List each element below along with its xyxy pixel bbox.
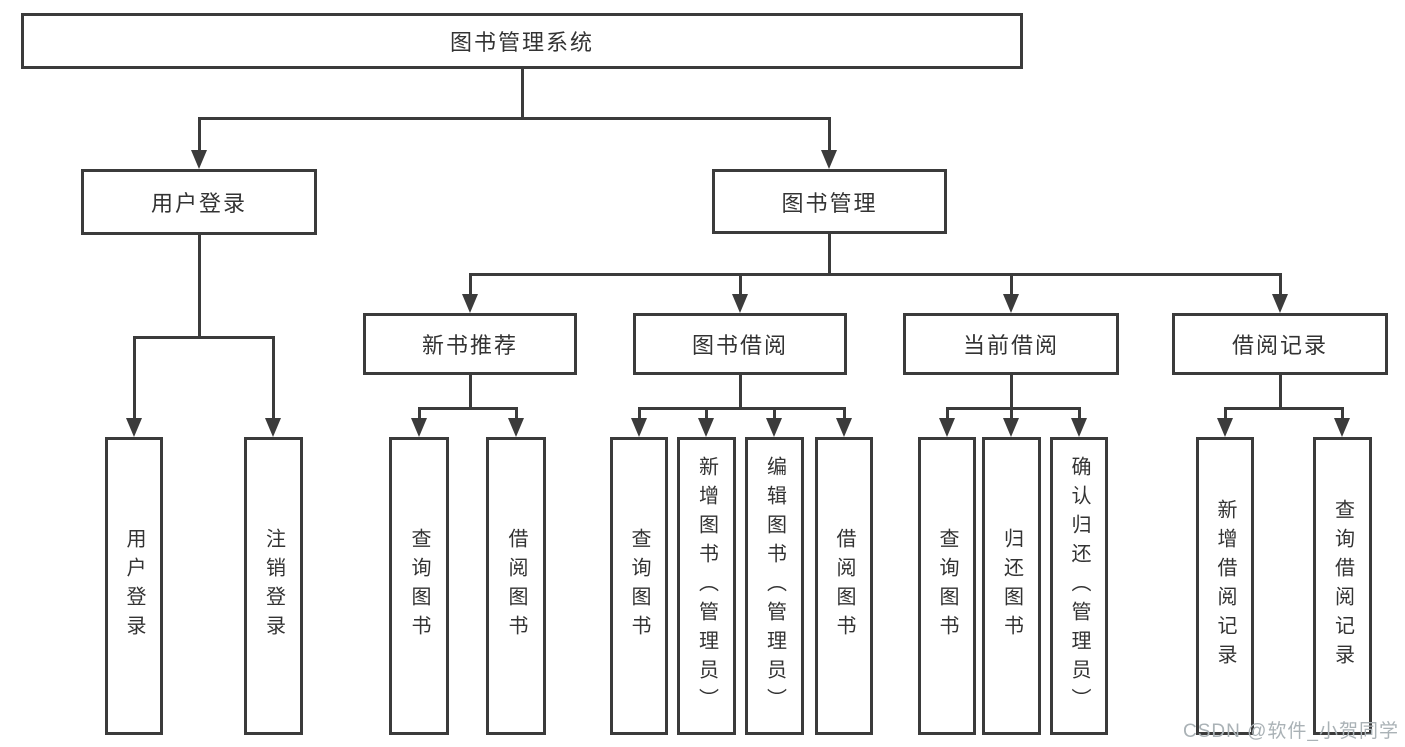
connector-line — [469, 273, 472, 297]
leaf-label: 编辑图书（管理员） — [763, 455, 786, 717]
leaf-label: 查询图书 — [936, 528, 958, 644]
connector-line — [1224, 407, 1227, 421]
arrowhead-icon — [508, 418, 524, 437]
leaf-recommend-query-books: 查询图书 — [389, 437, 449, 735]
arrowhead-icon — [821, 150, 837, 169]
node-new-book-recommendation: 新书推荐 — [363, 313, 577, 375]
connector-line — [1279, 273, 1282, 297]
connector-line — [198, 235, 201, 339]
node-label: 借阅记录 — [1231, 333, 1328, 358]
leaf-label: 借阅图书 — [833, 528, 855, 644]
connector-line — [1010, 407, 1013, 421]
connector-line — [469, 375, 472, 410]
leaf-add-borrow-record: 新增借阅记录 — [1196, 437, 1254, 735]
connector-line — [418, 407, 421, 421]
csdn-watermark: CSDN @软件_小贺同学 — [1183, 721, 1399, 742]
leaf-label: 新增图书（管理员） — [695, 455, 718, 717]
leaf-label: 新增借阅记录 — [1214, 499, 1236, 673]
leaf-recommend-borrow-books: 借阅图书 — [486, 437, 546, 735]
node-borrowing-records: 借阅记录 — [1172, 313, 1388, 375]
node-book-management: 图书管理 — [712, 169, 947, 234]
arrowhead-icon — [1071, 418, 1087, 437]
arrowhead-icon — [631, 418, 647, 437]
connector-line — [272, 336, 275, 421]
node-user-login: 用户登录 — [81, 169, 317, 235]
leaf-label: 归还图书 — [1000, 528, 1023, 644]
leaf-label: 确认归还（管理员） — [1068, 455, 1090, 717]
arrowhead-icon — [1003, 294, 1019, 313]
leaf-label: 查询图书 — [628, 528, 650, 644]
connector-line — [1010, 273, 1013, 297]
arrowhead-icon — [766, 418, 782, 437]
leaf-query-borrow-record: 查询借阅记录 — [1313, 437, 1372, 735]
node-label: 新书推荐 — [421, 333, 518, 358]
leaf-borrow-query-books: 查询图书 — [610, 437, 668, 735]
leaf-label: 查询借阅记录 — [1331, 499, 1354, 673]
arrowhead-icon — [191, 150, 207, 169]
connector-line — [1078, 407, 1081, 421]
connector-line — [638, 407, 641, 421]
leaf-label: 查询图书 — [408, 528, 430, 644]
connector-line — [133, 336, 136, 421]
connector-line — [198, 117, 831, 120]
connector-line — [418, 407, 518, 410]
node-current-borrowing: 当前借阅 — [903, 313, 1119, 375]
connector-line — [515, 407, 518, 421]
arrowhead-icon — [939, 418, 955, 437]
leaf-logout: 注销登录 — [244, 437, 303, 735]
connector-line — [133, 336, 275, 339]
connector-line — [946, 407, 949, 421]
arrowhead-icon — [1003, 418, 1019, 437]
arrowhead-icon — [1334, 418, 1350, 437]
leaf-label: 借阅图书 — [505, 528, 527, 644]
leaf-label: 用户登录 — [123, 528, 145, 644]
node-library-management-system: 图书管理系统 — [21, 13, 1023, 69]
leaf-add-books-admin: 新增图书（管理员） — [677, 437, 736, 735]
connector-line — [469, 273, 1282, 276]
leaf-current-query-books: 查询图书 — [918, 437, 976, 735]
leaf-borrow-books: 借阅图书 — [815, 437, 873, 735]
node-label: 当前借阅 — [962, 333, 1059, 358]
node-label: 图书管理系统 — [449, 30, 594, 55]
connector-line — [739, 375, 742, 410]
leaf-edit-books-admin: 编辑图书（管理员） — [745, 437, 804, 735]
connector-line — [828, 234, 831, 276]
connector-line — [828, 117, 831, 153]
connector-line — [638, 407, 846, 410]
connector-line — [1279, 375, 1282, 410]
node-label: 图书管理 — [781, 190, 878, 216]
arrowhead-icon — [836, 418, 852, 437]
arrowhead-icon — [1272, 294, 1288, 313]
arrowhead-icon — [698, 418, 714, 437]
arrowhead-icon — [1217, 418, 1233, 437]
connector-line — [1010, 375, 1013, 410]
connector-line — [1341, 407, 1344, 421]
connector-line — [1224, 407, 1344, 410]
arrowhead-icon — [462, 294, 478, 313]
leaf-return-books: 归还图书 — [982, 437, 1041, 735]
connector-line — [773, 407, 776, 421]
connector-line — [843, 407, 846, 421]
node-label: 用户登录 — [150, 191, 247, 216]
arrowhead-icon — [732, 294, 748, 313]
leaf-user-login: 用户登录 — [105, 437, 163, 735]
node-label: 图书借阅 — [691, 333, 788, 358]
connector-line — [946, 407, 1081, 410]
leaf-confirm-return-admin: 确认归还（管理员） — [1050, 437, 1108, 735]
arrowhead-icon — [126, 418, 142, 437]
leaf-label: 注销登录 — [262, 528, 285, 644]
arrowhead-icon — [411, 418, 427, 437]
arrowhead-icon — [265, 418, 281, 437]
connector-line — [521, 69, 524, 120]
connector-line — [198, 117, 201, 153]
connector-line — [739, 273, 742, 297]
connector-line — [705, 407, 708, 421]
node-book-borrowing: 图书借阅 — [633, 313, 847, 375]
